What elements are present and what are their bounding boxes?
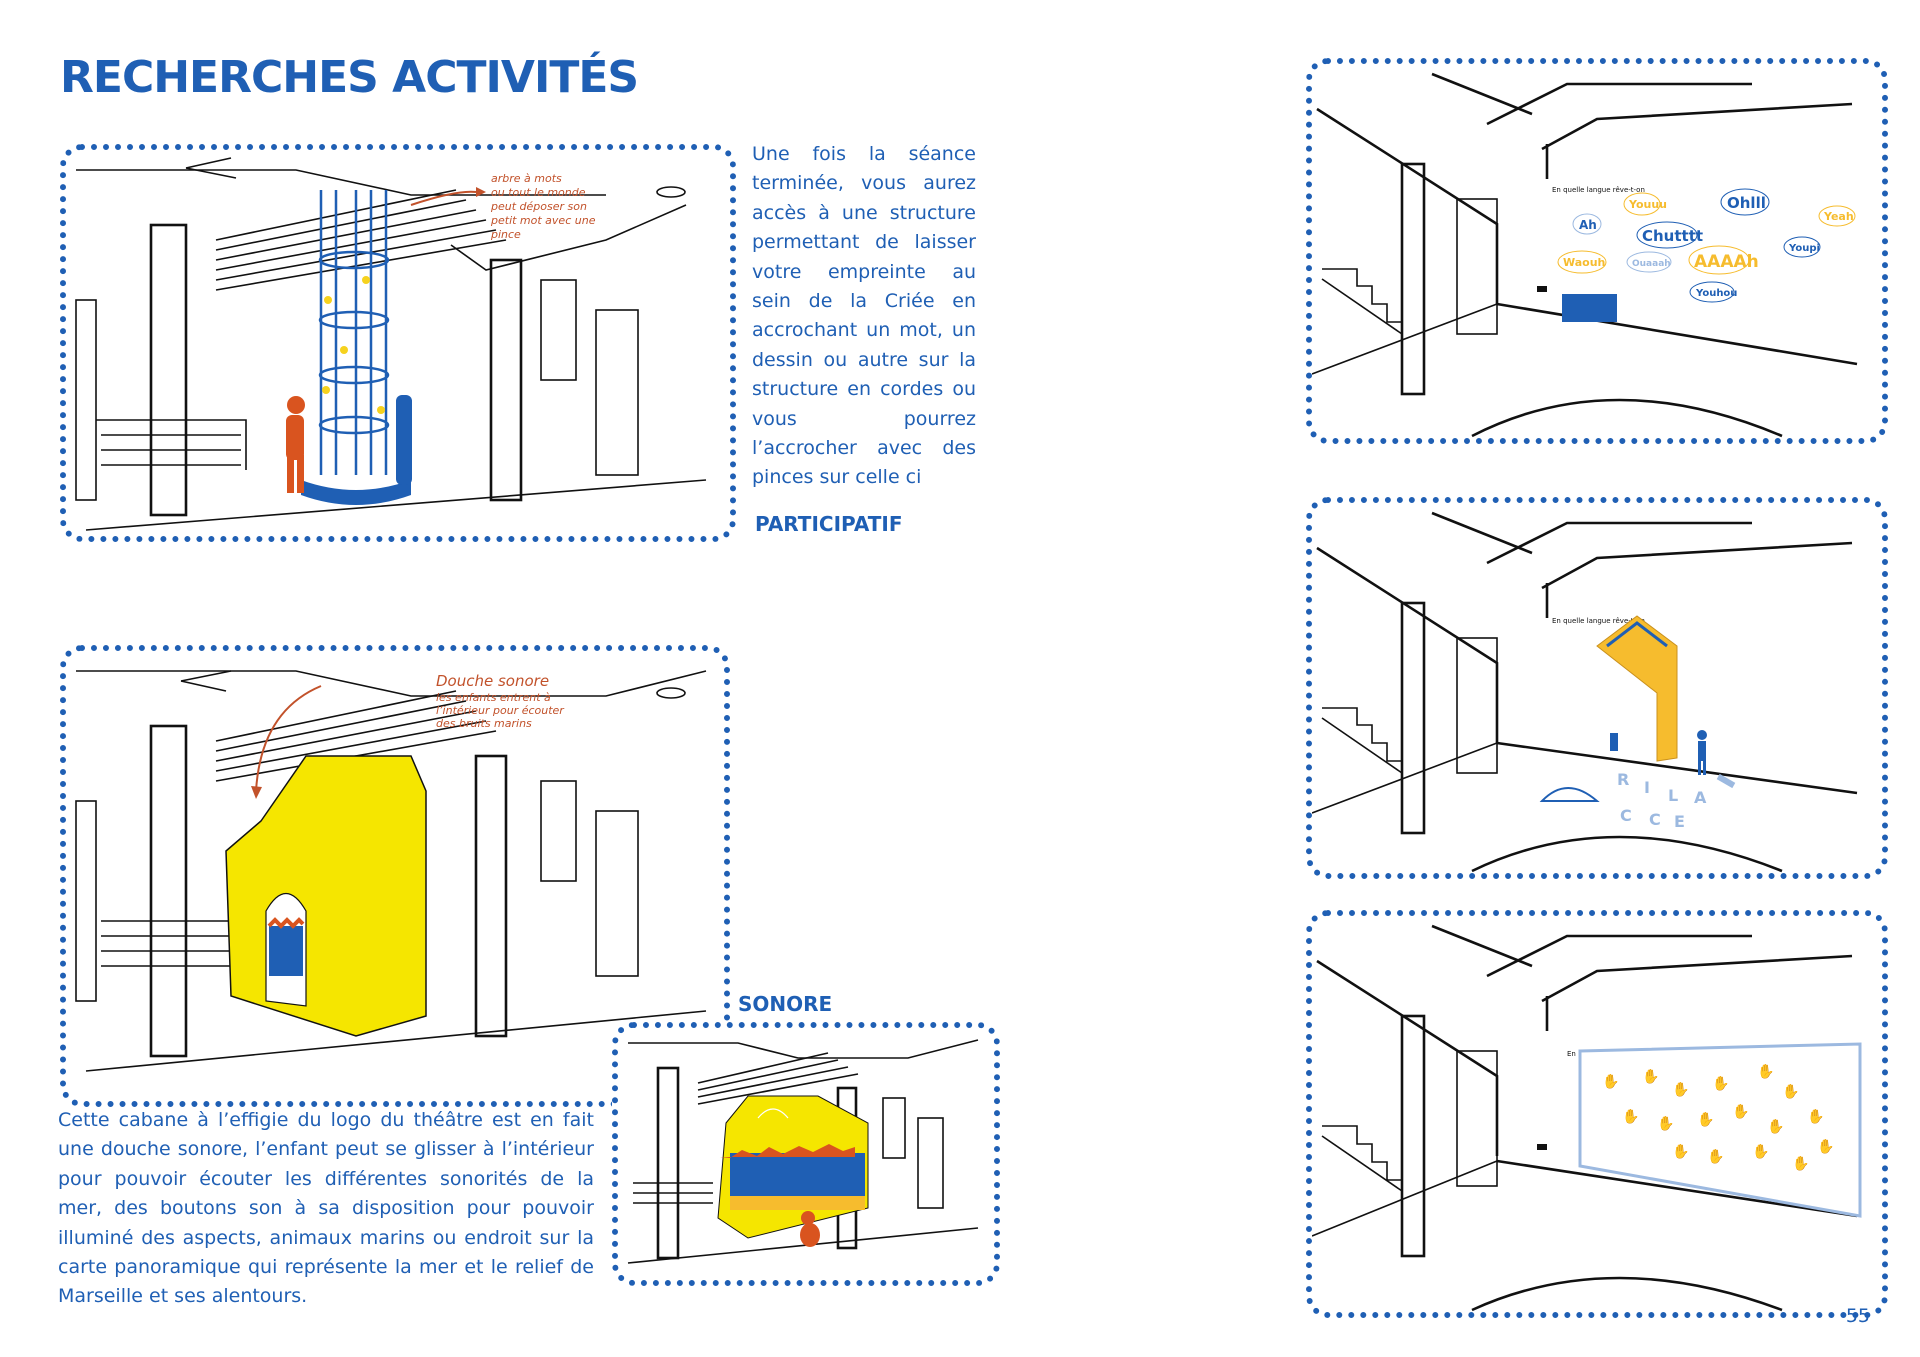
right-sketch-words: En quelle langue rêve-t-on Youuu Ohlll A… <box>1306 58 1888 444</box>
right-sketch-arch: En quelle langue rêve-t-on R I L A C C E <box>1306 497 1888 879</box>
page-number: 55 <box>1845 1305 1870 1327</box>
floor-letter: C <box>1649 810 1661 829</box>
handprints-sketch: En quelle langue rêve-t-on ✋✋ ✋✋ ✋✋ ✋✋ ✋… <box>1312 924 1862 1312</box>
sonore-label: SONORE <box>738 992 833 1016</box>
sketch-note-line: pince <box>490 228 521 241</box>
svg-text:✋: ✋ <box>1672 1081 1689 1098</box>
sketch-note-line: des bruits marins <box>436 717 532 730</box>
participatif-sketch: arbre à mots ou tout le monde peut dépos… <box>75 157 707 531</box>
bubble-word: Chutttt <box>1642 227 1703 245</box>
svg-text:Douche sonore les enfant: Douche sonore les enfants entrent à l’in… <box>436 672 567 730</box>
svg-text:✋: ✋ <box>1622 1108 1639 1125</box>
svg-text:✋: ✋ <box>1732 1103 1749 1120</box>
bubble-word: Youpi <box>1788 243 1820 254</box>
svg-text:✋: ✋ <box>1782 1083 1799 1100</box>
sonore-small-sketch <box>627 1039 979 1264</box>
bubble-word: Youhou <box>1695 288 1737 299</box>
bubble-word: Waouh <box>1563 256 1605 269</box>
floor-letter: E <box>1674 812 1685 831</box>
sonore-small-sketch-frame <box>612 1022 1000 1286</box>
right-sketch-handprints: En quelle langue rêve-t-on ✋✋ ✋✋ ✋✋ ✋✋ ✋… <box>1306 910 1888 1318</box>
floor-letter: A <box>1694 788 1707 807</box>
sonore-sketch-frame: Douche sonore les enfants entrent à l’in… <box>60 645 730 1107</box>
svg-text:✋: ✋ <box>1642 1068 1659 1085</box>
svg-text:✋: ✋ <box>1657 1115 1674 1132</box>
svg-text:✋: ✋ <box>1807 1108 1824 1125</box>
svg-text:✋: ✋ <box>1767 1118 1784 1135</box>
page-title: RECHERCHES ACTIVITÉS <box>60 52 639 103</box>
svg-text:✋: ✋ <box>1707 1148 1724 1165</box>
sketch-note-line: arbre à mots <box>491 172 562 185</box>
floor-letter: R <box>1617 770 1629 789</box>
svg-text:arbre à mots ou tout le: arbre à mots ou tout le monde peut dépos… <box>490 172 599 241</box>
sonore-description: Cette cabane à l’effigie du logo du théâ… <box>58 1109 594 1308</box>
bubble-word: Ah <box>1579 218 1597 232</box>
svg-text:✋: ✋ <box>1712 1075 1729 1092</box>
svg-text:✋: ✋ <box>1817 1138 1834 1155</box>
participatif-label: PARTICIPATIF <box>755 512 903 536</box>
sketch-note-line: Douche sonore <box>436 672 549 690</box>
bubble-word: Ouaaah <box>1632 259 1671 269</box>
svg-text:✋: ✋ <box>1672 1143 1689 1160</box>
sketch-note-line: petit mot avec une <box>490 214 596 227</box>
wall-caption: En quelle langue rêve-t-on <box>1552 186 1645 194</box>
words-wall-sketch: En quelle langue rêve-t-on Youuu Ohlll A… <box>1312 72 1858 438</box>
participatif-description: Une fois la séance terminée, vous aurez … <box>752 143 976 489</box>
bubble-word: Youuu <box>1628 198 1667 211</box>
wall-caption: En quelle langue rêve-t-on <box>1552 617 1645 625</box>
participatif-sketch-frame: arbre à mots ou tout le monde peut dépos… <box>60 144 736 542</box>
svg-text:✋: ✋ <box>1792 1155 1809 1172</box>
sonore-sketch: Douche sonore les enfants entrent à l’in… <box>75 670 707 1072</box>
sketch-note-line: peut déposer son <box>490 200 587 213</box>
floor-letter: I <box>1644 778 1650 797</box>
floor-letter: C <box>1620 806 1632 825</box>
svg-text:✋: ✋ <box>1602 1073 1619 1090</box>
bubble-word: AAAAh <box>1694 252 1759 272</box>
svg-text:✋: ✋ <box>1757 1063 1774 1080</box>
bubble-word: Ohlll <box>1727 194 1766 212</box>
bubble-word: Yeah <box>1823 210 1854 223</box>
arch-letters-sketch: En quelle langue rêve-t-on R I L A C C E <box>1312 511 1858 873</box>
sketch-note-line: ou tout le monde <box>491 186 586 199</box>
sketch-note-line: les enfants entrent à <box>436 691 551 704</box>
floor-letter: L <box>1668 786 1678 805</box>
svg-text:✋: ✋ <box>1697 1111 1714 1128</box>
sketch-note-line: l’intérieur pour écouter <box>436 704 565 717</box>
svg-text:✋: ✋ <box>1752 1143 1769 1160</box>
